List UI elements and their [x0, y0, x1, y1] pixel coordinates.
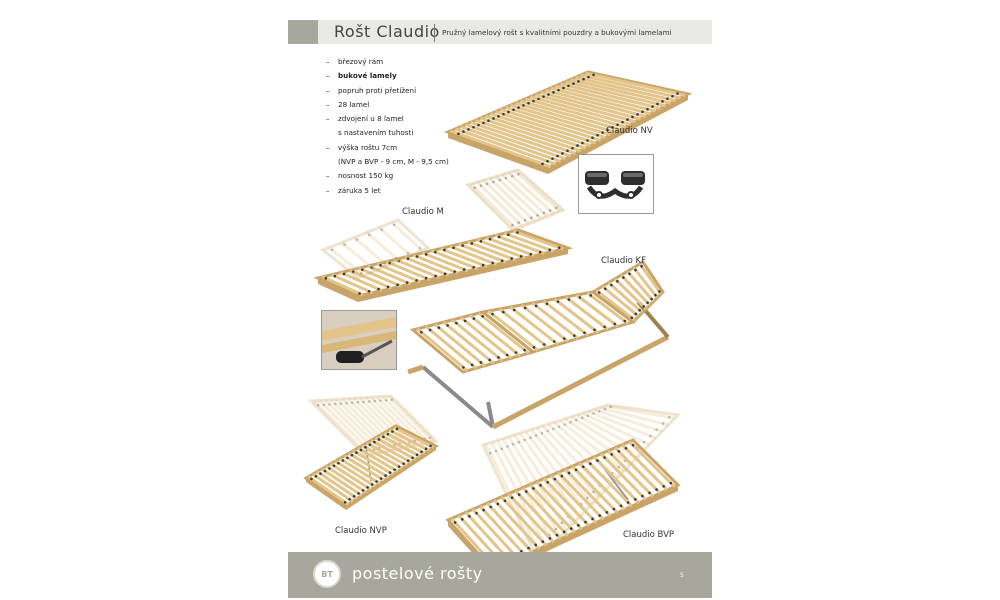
- mechanism-detail-photo: [321, 310, 397, 370]
- feature-item: –zdvojení u 8 lamel: [326, 112, 449, 126]
- page-header: Rošt Claudio Pružný lamelový rošt s kval…: [288, 20, 712, 44]
- feature-item: –nosnost 150 kg: [326, 169, 449, 183]
- bullet-dash: –: [326, 57, 330, 66]
- bed-image-m: [313, 168, 574, 302]
- feature-item: –výška roštu 7cm: [326, 141, 449, 155]
- header-separator: [434, 24, 435, 42]
- feature-item: –bukové lamely: [326, 69, 449, 83]
- bed-image-nvp: [303, 394, 440, 510]
- product-label-bvp: Claudio BVP: [623, 530, 675, 540]
- feature-text: bukové lamely: [338, 71, 397, 81]
- page-subtitle: Pružný lamelový rošt s kvalitními pouzdr…: [442, 28, 672, 37]
- mechanism-icon: [322, 311, 396, 369]
- feature-text: výška roštu 7cm: [338, 142, 398, 152]
- spring-holder-icon: [585, 171, 645, 199]
- product-label-m: Claudio M: [402, 207, 444, 217]
- bed-image-kf: [407, 259, 670, 430]
- feature-text: s nastavením tuhosti: [338, 128, 414, 138]
- bullet-dash: –: [326, 185, 330, 195]
- header-bar: [318, 20, 712, 44]
- bed-image-nv: [443, 70, 693, 174]
- feature-text: 28 lamel: [338, 99, 370, 109]
- feature-text: popruh proti přetížení: [338, 85, 417, 95]
- feature-text: záruka 5 let: [338, 185, 381, 195]
- header-accent: [288, 20, 318, 44]
- bullet-dash: –: [326, 71, 330, 81]
- feature-item: –záruka 5 let: [326, 184, 449, 198]
- feature-item: –březový rám: [326, 55, 449, 69]
- feature-text: nosnost 150 kg: [338, 171, 394, 181]
- feature-item: s nastavením tuhosti: [326, 126, 449, 140]
- product-label-nvp: Claudio NVP: [335, 526, 387, 536]
- bullet-dash: –: [326, 142, 330, 152]
- feature-text: (NVP a BVP - 9 cm, M - 9,5 cm): [338, 157, 449, 167]
- product-label-nv: Claudio NV: [606, 126, 653, 136]
- bullet-dash: –: [326, 85, 330, 95]
- feature-list: –březový rám–bukové lamely–popruh proti …: [326, 55, 449, 198]
- holder-detail-photo: [578, 154, 654, 214]
- page-number: 5: [680, 572, 684, 579]
- bullet-dash: –: [326, 114, 330, 124]
- page-footer: BT postelové rošty 5: [288, 552, 712, 598]
- bullet-dash: –: [326, 171, 330, 181]
- feature-text: březový rám: [338, 57, 384, 66]
- feature-item: –28 lamel: [326, 98, 449, 112]
- feature-text: zdvojení u 8 lamel: [338, 114, 404, 124]
- page-title: Rošt Claudio: [334, 22, 440, 41]
- catalog-page: Rošt Claudio Pružný lamelový rošt s kval…: [288, 0, 712, 600]
- feature-item: –popruh proti přetížení: [326, 84, 449, 98]
- product-label-kf: Claudio KF: [601, 256, 647, 266]
- bullet-dash: –: [326, 99, 330, 109]
- feature-item: (NVP a BVP - 9 cm, M - 9,5 cm): [326, 155, 449, 169]
- footer-title: postelové rošty: [352, 564, 483, 583]
- brand-logo: BT: [313, 560, 341, 588]
